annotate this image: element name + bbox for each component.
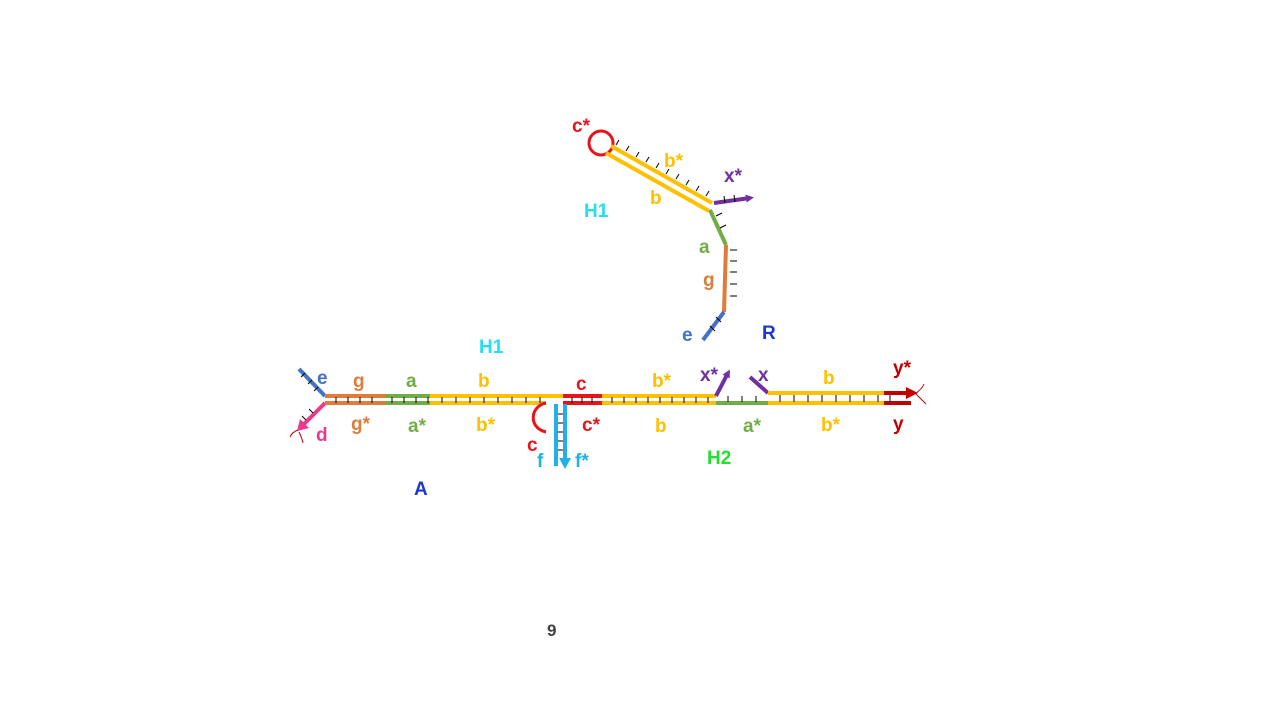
label-bot-b-star2: b* xyxy=(821,415,841,436)
label-top-y-star: y* xyxy=(893,358,912,379)
strand-top-x-star xyxy=(714,369,730,397)
f-duplex-ticks xyxy=(558,413,563,451)
strand-bot-d-arrowhead xyxy=(297,419,309,431)
strand-f-star-arrowhead xyxy=(559,458,571,469)
strand-bot-5prime-curl xyxy=(289,429,304,444)
hairpin-loop-c-star xyxy=(587,129,615,157)
hairpin-h1-structure xyxy=(587,129,754,342)
label-top-b: b xyxy=(478,371,490,392)
hairpin-domain-a xyxy=(708,209,728,246)
hairpin-toehold-x-star xyxy=(713,194,754,205)
label-hairpin-a: a xyxy=(699,237,710,258)
label-top-b-star: b* xyxy=(652,371,672,392)
label-top-a: a xyxy=(406,371,417,392)
label-hairpin-h1: H1 xyxy=(584,201,609,222)
label-bot-b-star: b* xyxy=(476,415,496,436)
label-hairpin-g: g xyxy=(703,270,715,291)
hairpin-domain-g xyxy=(722,244,728,313)
label-top-x-star: x* xyxy=(700,365,719,386)
hairpin-domain-e xyxy=(701,310,726,342)
strand-top-e xyxy=(297,367,327,398)
label-hairpin-x-star: x* xyxy=(724,166,743,187)
label-bot-a-star: a* xyxy=(408,416,427,437)
label-top-g: g xyxy=(353,371,365,392)
label-f: f xyxy=(537,451,544,472)
hairpin-stem-b xyxy=(605,151,710,213)
label-h2: H2 xyxy=(707,448,731,469)
page-number: 9 xyxy=(547,621,556,640)
x-star-ticks xyxy=(723,194,736,204)
label-bot-a-star2: a* xyxy=(743,416,762,437)
label-bot-b: b xyxy=(655,416,667,437)
label-top-e: e xyxy=(317,368,328,389)
label-bot-g-star: g* xyxy=(351,414,371,435)
label-bot-y: y xyxy=(893,414,904,435)
label-bot-c-star: c* xyxy=(582,415,601,436)
hairpin-stem-ticks xyxy=(615,139,710,197)
label-f-star: f* xyxy=(575,451,589,472)
label-bot-c: c xyxy=(527,435,538,456)
label-hairpin-c-star: c* xyxy=(572,116,591,137)
label-top-b2: b xyxy=(823,368,835,389)
label-hairpin-b: b xyxy=(650,188,662,209)
label-h1: H1 xyxy=(479,337,504,358)
strand-top-x xyxy=(748,375,770,395)
label-bot-d: d xyxy=(316,425,328,446)
hairpin-single-strand-ticks xyxy=(709,212,737,332)
strand-top-y-star-arrowhead xyxy=(906,387,918,399)
label-hairpin-b-star: b* xyxy=(664,151,684,172)
strand-top-3prime-curl xyxy=(915,383,927,405)
diagram-labels: c* b* b x* H1 a g e R H1 e g a b c b* x*… xyxy=(316,116,912,640)
strand-bot-c-loop xyxy=(531,401,547,434)
hairpin-stem-b-star xyxy=(610,144,713,205)
strand-bot-d xyxy=(301,401,327,427)
label-a: A xyxy=(414,479,428,500)
label-hairpin-e: e xyxy=(682,325,693,346)
label-r: R xyxy=(762,323,776,344)
main-duplex-ticks xyxy=(300,372,891,421)
label-top-c: c xyxy=(576,374,587,395)
label-top-x: x xyxy=(758,365,769,386)
main-complex xyxy=(289,367,927,469)
